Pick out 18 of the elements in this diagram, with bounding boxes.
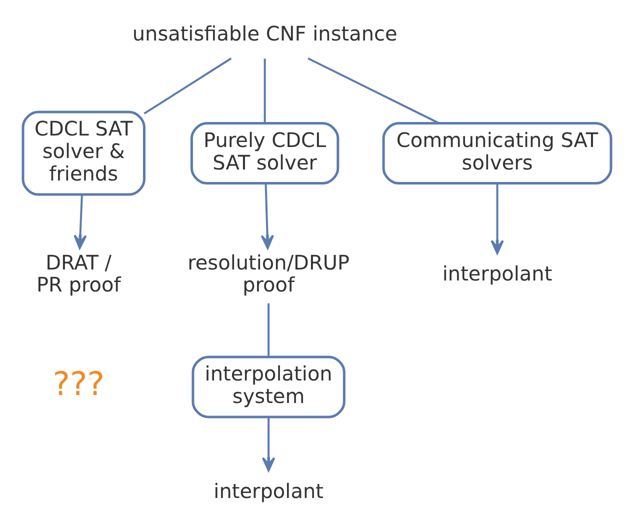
connector bbox=[268, 303, 270, 357]
connector bbox=[308, 58, 440, 124]
node-text: DRAT / PR proof bbox=[36, 250, 121, 297]
node-text: unsatisfiable CNF instance bbox=[132, 22, 398, 46]
arrow bbox=[74, 194, 87, 250]
node-text: interpolant bbox=[214, 478, 324, 503]
connector bbox=[264, 58, 266, 124]
node-text: resolution/DRUP proof bbox=[188, 250, 350, 297]
node-box: interpolation system bbox=[192, 356, 346, 418]
arrow bbox=[262, 417, 276, 472]
node-box: Purely CDCL SAT solver bbox=[190, 122, 340, 185]
arrow bbox=[490, 184, 504, 254]
connector bbox=[144, 58, 232, 114]
node-box: CDCL SAT solver & friends bbox=[22, 110, 146, 196]
label: ??? bbox=[52, 364, 104, 403]
node-box: Communicating SAT solvers bbox=[382, 122, 612, 185]
node-text: interpolant bbox=[442, 261, 552, 286]
arrow bbox=[260, 184, 274, 250]
